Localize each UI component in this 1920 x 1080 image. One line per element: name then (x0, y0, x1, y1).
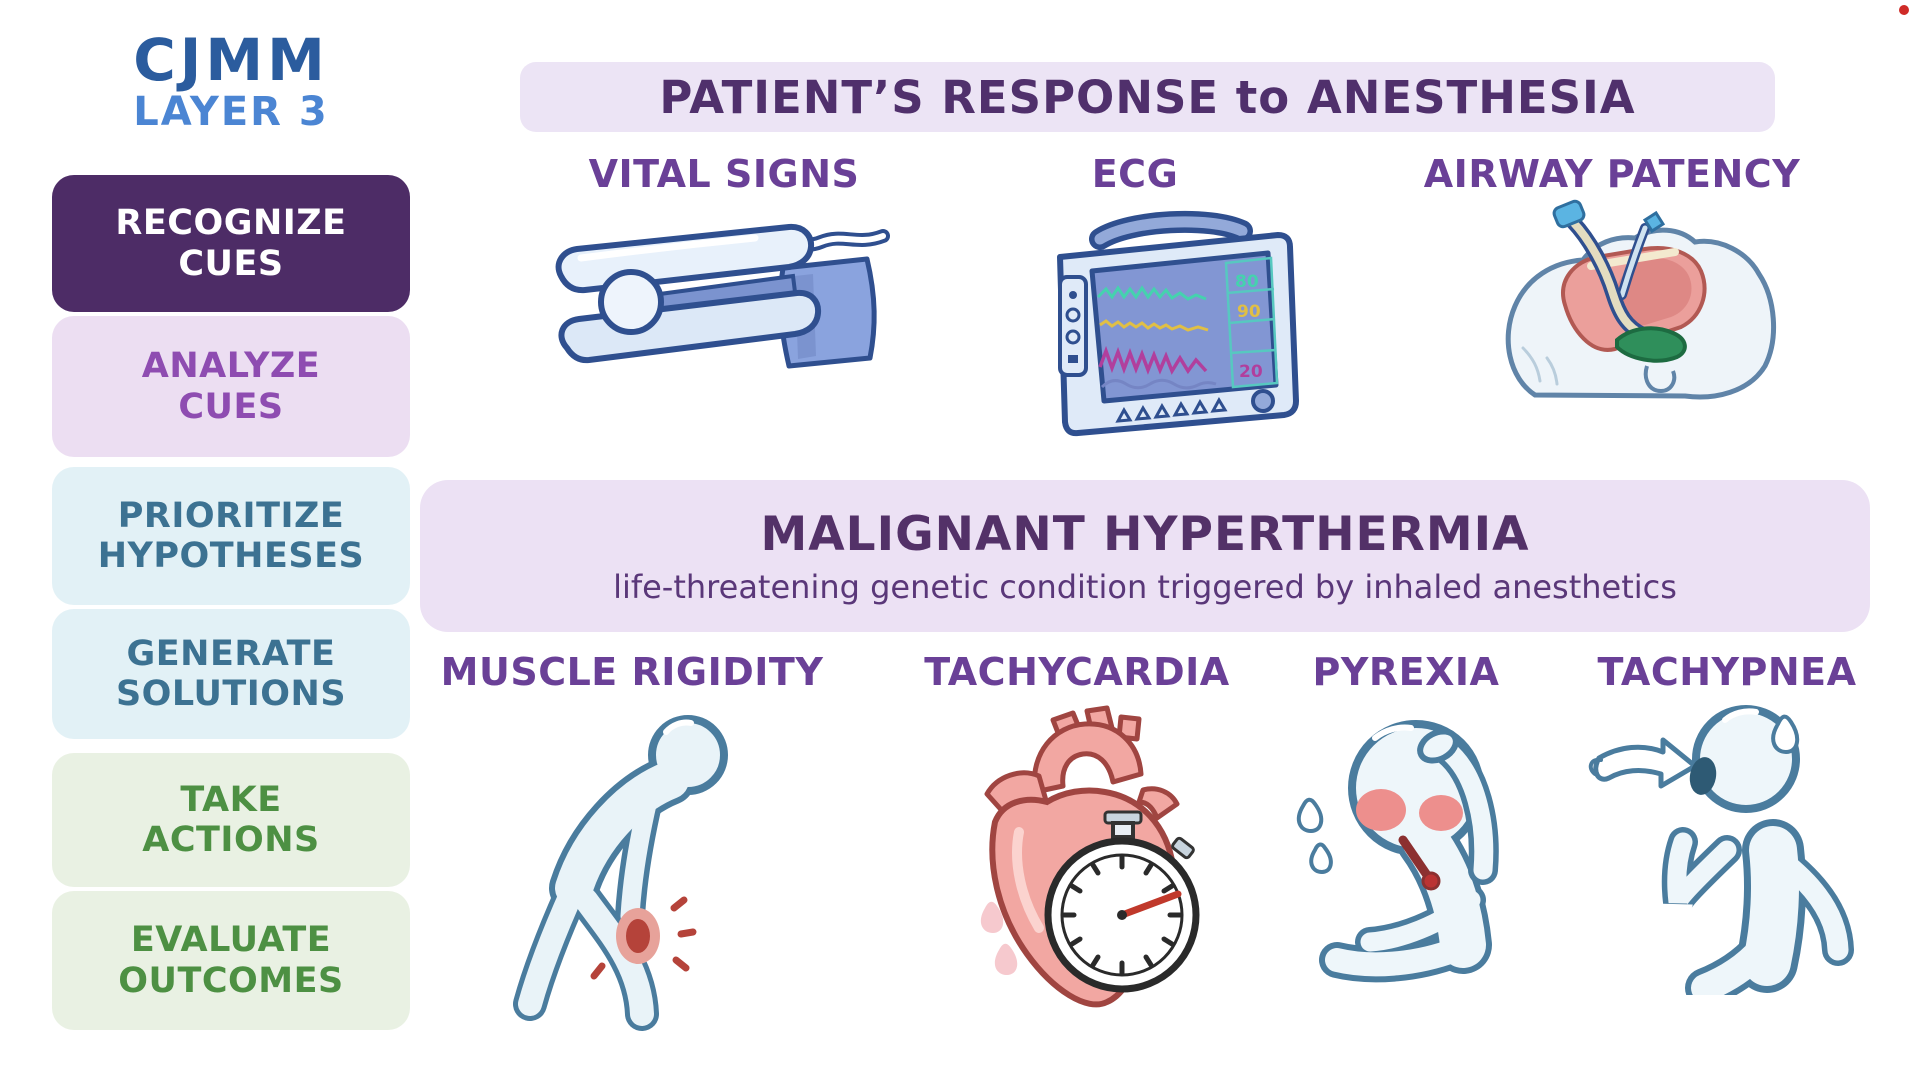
ecg-wave-bottom (1100, 378, 1217, 390)
sidebar-item-take-actions: TAKE ACTIONS (52, 753, 410, 887)
rapid-breathing-person-icon (1588, 705, 1854, 995)
tachycardia-label: TACHYCARDIA (924, 650, 1230, 694)
pain-marks (590, 896, 697, 980)
oximeter-sensor (598, 269, 664, 335)
rigid-person-icon (513, 715, 728, 1031)
monitor-knob (1251, 389, 1275, 413)
fever-person-icon (1296, 720, 1499, 983)
sweat-drop (994, 943, 1018, 975)
heart-stopwatch-icon (980, 705, 1200, 1008)
thermometer (1398, 835, 1434, 883)
mh-subtitle: life-threatening genetic condition trigg… (613, 567, 1677, 606)
tachypnea-label: TACHYPNEA (1597, 650, 1857, 694)
ecg-reading-hr: 80 (1235, 272, 1259, 292)
ecg-label: ECG (1091, 152, 1179, 196)
corner-red-dot (1899, 5, 1909, 15)
ecg-reading-spo2: 90 (1237, 302, 1261, 322)
intubated-airway-icon (1505, 199, 1776, 400)
sweat-drop (1309, 842, 1333, 875)
monitor-side-buttons (1058, 275, 1088, 377)
breath-arrow-icon (1593, 737, 1698, 789)
sidebar-item-analyze-cues: ANALYZE CUES (52, 316, 410, 457)
sweat-drop (1771, 714, 1800, 755)
flushed-cheek (1419, 795, 1463, 831)
ecg-wave-top (1096, 285, 1207, 301)
sweat-drop (980, 901, 1004, 933)
pyrexia-label: PYREXIA (1312, 650, 1500, 694)
hand-on-forehead (1417, 728, 1459, 764)
cjmm-layer-subtitle: LAYER 3 (133, 88, 329, 135)
malignant-hyperthermia-banner: MALIGNANT HYPERTHERMIA life-threatening … (420, 480, 1870, 632)
ecg-wave-third (1098, 345, 1208, 375)
ecg-wave-second (1099, 319, 1209, 332)
sidebar-item-recognize-cues: RECOGNIZE CUES (52, 175, 410, 312)
ear (1643, 365, 1677, 394)
stopwatch-ticks (1061, 854, 1183, 976)
ecg-monitor-icon: 80 90 20 (1057, 210, 1299, 437)
open-mouth (1689, 757, 1717, 795)
sidebar-item-evaluate-outcomes: EVALUATE OUTCOMES (52, 891, 410, 1030)
pulse-oximeter-icon (555, 223, 890, 369)
muscle-rigidity-label: MUSCLE RIGIDITY (440, 650, 824, 694)
airway-patency-label: AIRWAY PATENCY (1423, 152, 1801, 196)
cjmm-title: CJMM (133, 26, 329, 94)
anesthesia-response-banner: PATIENT’S RESPONSE to ANESTHESIA (520, 62, 1775, 132)
laryngoscope-blade (1615, 326, 1687, 363)
mh-title: MALIGNANT HYPERTHERMIA (760, 506, 1530, 562)
monitor-bottom-buttons (1115, 396, 1228, 423)
sidebar-item-generate-solutions: GENERATE SOLUTIONS (52, 609, 410, 739)
sidebar-item-prioritize-hypotheses: PRIORITIZE HYPOTHESES (52, 467, 410, 605)
cjmm-logo: CJMM LAYER 3 (52, 30, 410, 133)
sweat-drop (1296, 797, 1324, 834)
ecg-reading-resp: 20 (1239, 362, 1263, 382)
stopwatch-hand (1118, 890, 1182, 919)
flushed-cheek (1356, 789, 1406, 831)
tube-connector (1552, 199, 1586, 229)
vital-signs-label: VITAL SIGNS (588, 152, 860, 196)
